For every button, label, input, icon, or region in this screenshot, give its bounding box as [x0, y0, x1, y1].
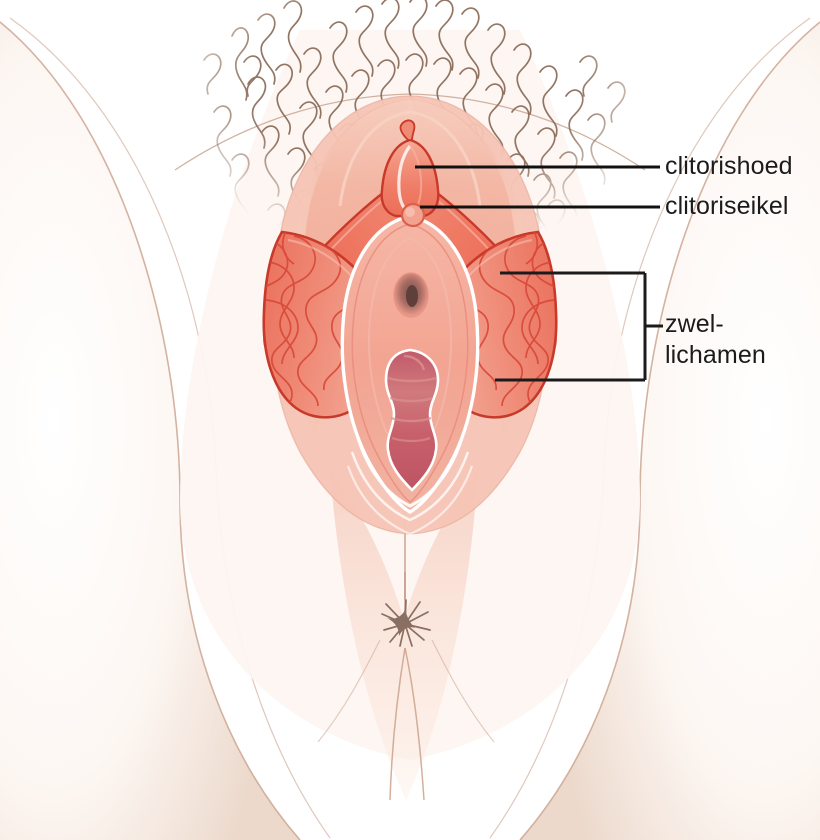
clitoral-glans: [400, 202, 426, 228]
label-zwel-line2: lichamen: [665, 341, 766, 369]
zwel-lichamen-bracket: [495, 271, 663, 382]
clitoral-hood: [380, 119, 440, 218]
vaginal-opening: [384, 348, 440, 492]
label-clitorishoed: clitorishoed: [665, 152, 793, 180]
label-zwel-line1: zwel-: [665, 310, 724, 338]
label-clitoriseikel: clitoriseikel: [665, 192, 789, 220]
leader-lines: [415, 165, 660, 209]
urethral-opening: [393, 272, 429, 318]
anus: [381, 572, 431, 647]
